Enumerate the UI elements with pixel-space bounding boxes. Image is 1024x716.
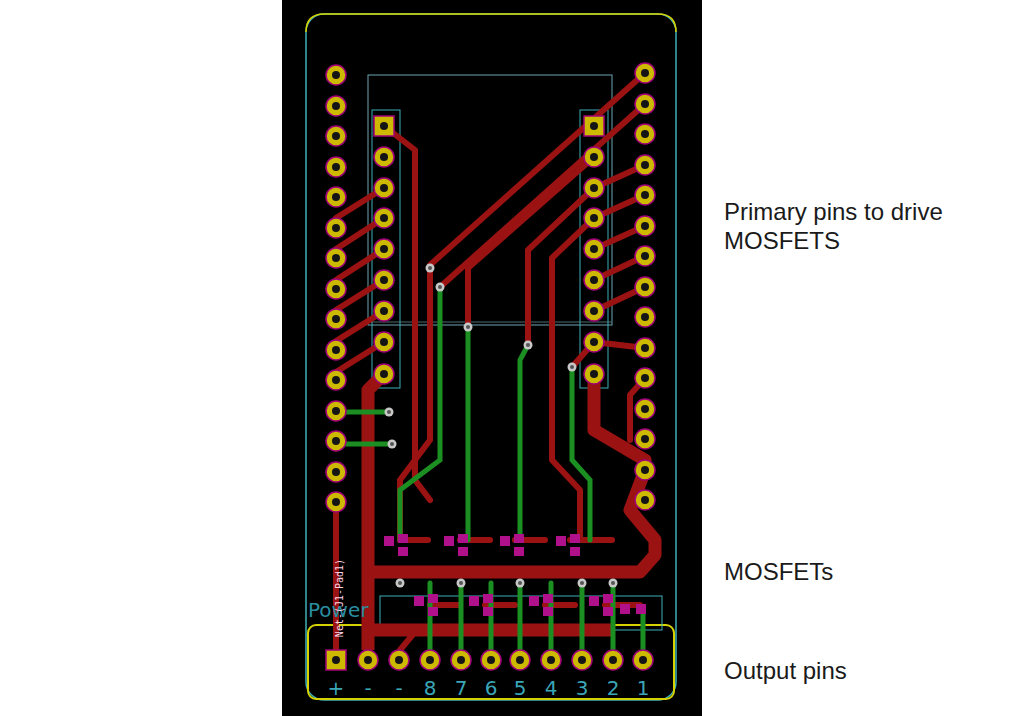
pin-label: -: [395, 676, 402, 700]
board-outline: [306, 14, 676, 700]
pin-label: +: [328, 676, 345, 700]
header-outline: [372, 110, 400, 388]
annotation: Output pins: [724, 657, 847, 686]
mosfets: [384, 534, 646, 616]
pin-label: 8: [424, 676, 437, 700]
net-label: Net-(J1-Pad1): [334, 559, 346, 637]
pin-label: 1: [637, 676, 650, 700]
annotation: Primary pins to drive MOSFETS: [724, 198, 949, 256]
header-pads: [326, 63, 655, 512]
bottom-traces: [345, 287, 643, 660]
top-traces: [336, 73, 645, 650]
pin-label: 2: [607, 676, 620, 700]
pin-label: 7: [455, 676, 468, 700]
pin-label: 5: [514, 676, 527, 700]
module-outline: [368, 75, 612, 325]
header-outline: [580, 110, 608, 388]
pin-label: 4: [545, 676, 558, 700]
vias: [385, 264, 618, 588]
board-edge: [306, 14, 676, 32]
pin-label: -: [364, 676, 371, 700]
pin-label: 6: [485, 676, 498, 700]
annotation: MOSFETs: [724, 558, 833, 587]
board-ground: [282, 0, 702, 716]
pin-label: 3: [576, 676, 589, 700]
output-pads: [326, 650, 653, 670]
power-traces: [368, 374, 655, 650]
module-line: [368, 322, 612, 323]
